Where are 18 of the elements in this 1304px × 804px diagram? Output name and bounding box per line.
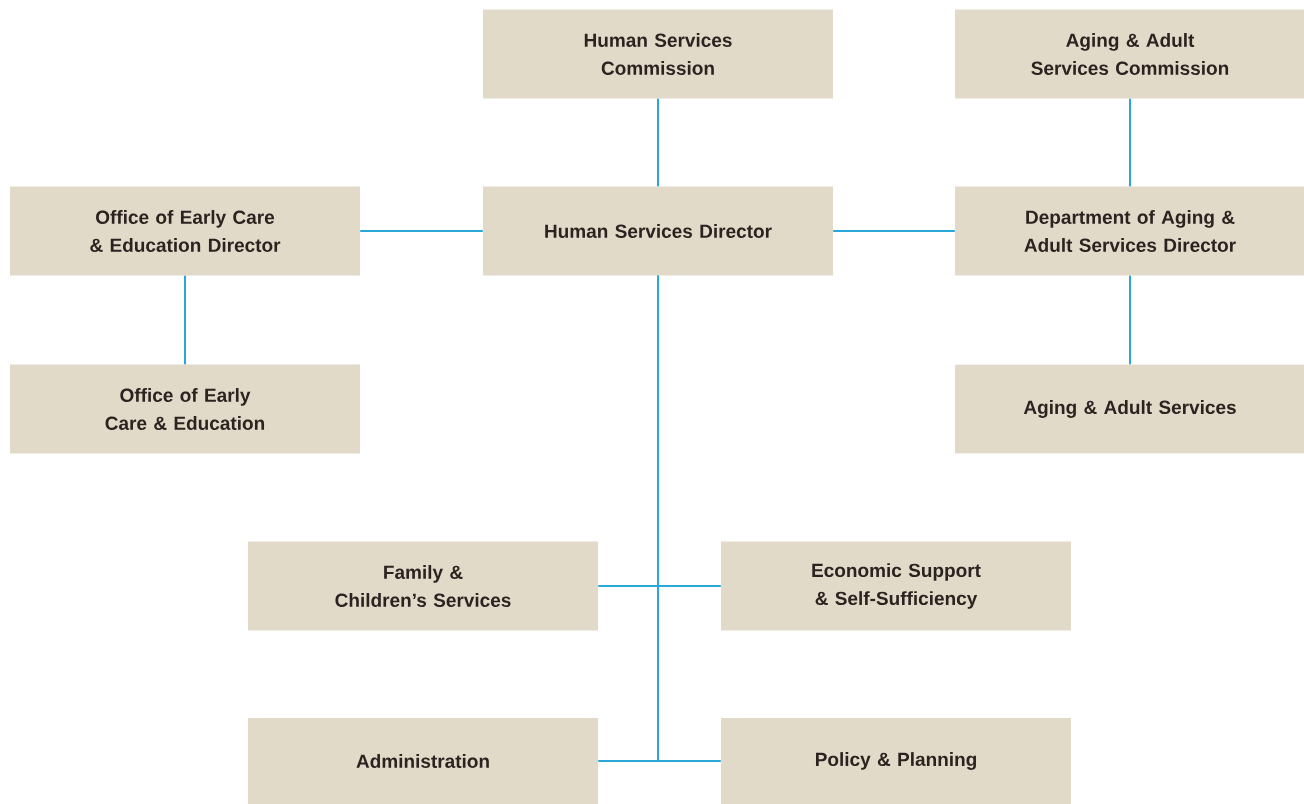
org-box: Administration — [248, 718, 598, 804]
org-box: Economic Support & Self-Sufficiency — [721, 541, 1071, 631]
connector-line — [657, 97, 659, 188]
connector-line — [832, 230, 956, 232]
connector-line — [657, 274, 722, 762]
org-box: Aging & Adult Services — [955, 364, 1304, 454]
org-box: Office of Early Care & Education Director — [10, 186, 360, 276]
connector-line — [184, 274, 186, 366]
org-box: Family & Children’s Services — [248, 541, 598, 631]
org-box: Department of Aging & Adult Services Director — [955, 186, 1304, 276]
connector-line — [1129, 97, 1131, 188]
connector-line — [359, 230, 484, 232]
org-box: Aging & Adult Services Commission — [955, 9, 1304, 99]
org-box: Human Services Director — [483, 186, 833, 276]
org-box: Human Services Commission — [483, 9, 833, 99]
connector-line — [1129, 274, 1131, 366]
org-box: Policy & Planning — [721, 718, 1071, 804]
org-box: Office of Early Care & Education — [10, 364, 360, 454]
